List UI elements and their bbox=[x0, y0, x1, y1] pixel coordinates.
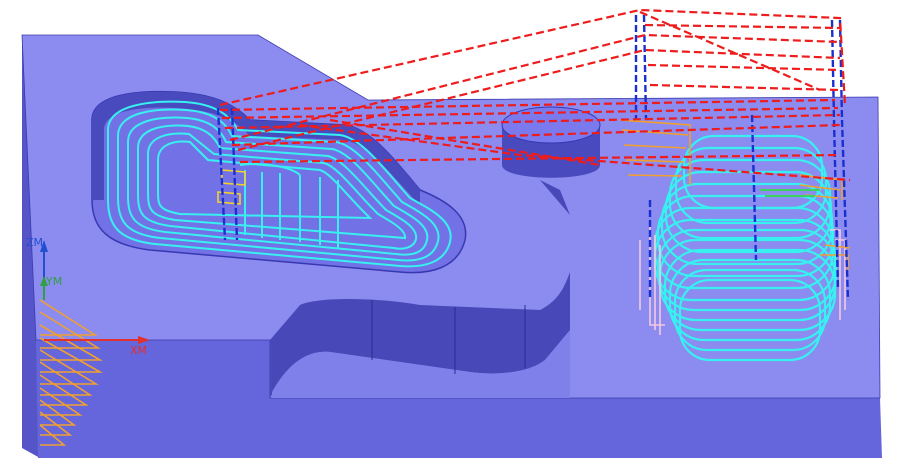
left-pocket-wall bbox=[92, 91, 420, 205]
green-links bbox=[760, 189, 820, 197]
lead-in-moves bbox=[39, 119, 851, 446]
step-pocket-wall bbox=[270, 180, 570, 398]
z-axis-label: ZM bbox=[26, 236, 43, 249]
left-pocket-toolpath bbox=[107, 100, 452, 268]
y-axis-label: YM bbox=[45, 275, 62, 288]
plunge-moves bbox=[216, 14, 850, 301]
center-step-pocket bbox=[270, 180, 570, 398]
rapid-moves bbox=[219, 8, 851, 182]
step-pocket-floor bbox=[272, 330, 570, 398]
triad-icon: ZM YM XM bbox=[26, 236, 150, 357]
right-boss-toolpath bbox=[653, 134, 838, 362]
cylinder-boss bbox=[501, 106, 601, 178]
x-axis-label: XM bbox=[130, 344, 147, 357]
stock-front-face bbox=[36, 340, 882, 458]
